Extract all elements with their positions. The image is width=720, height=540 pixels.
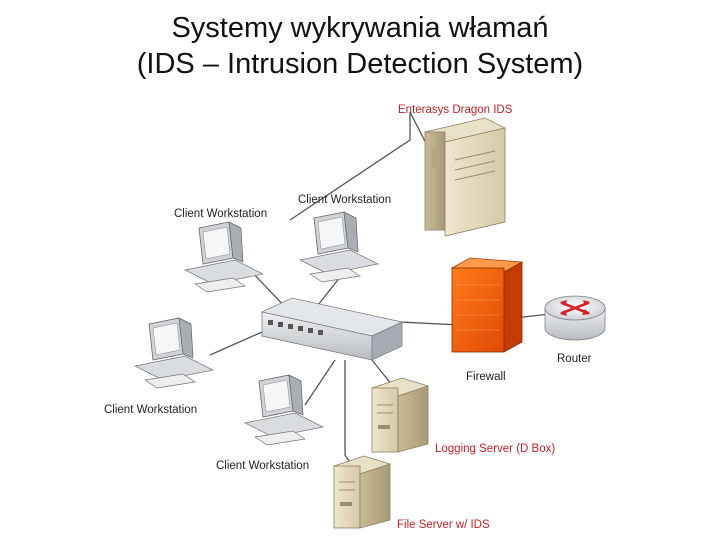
- title-line-1: Systemy wykrywania włamań: [171, 12, 549, 44]
- network-switch-icon: [260, 297, 404, 361]
- file-server-icon: [332, 455, 392, 529]
- label-workstation-mid-left: Client Workstation: [104, 404, 197, 416]
- title-line-2: (IDS – Intrusion Detection System): [136, 48, 584, 80]
- label-firewall: Firewall: [466, 371, 506, 383]
- cable-fileserver: [344, 360, 353, 466]
- dragon-ids-server-icon: [423, 117, 507, 237]
- workstation-top-right-icon: [298, 211, 380, 283]
- label-workstation-bottom: Client Workstation: [216, 460, 309, 472]
- router-icon: [544, 295, 606, 341]
- label-workstation-top-right: Client Workstation: [298, 194, 391, 206]
- slide-title: Systemy wykrywania włamań (IDS – Intrusi…: [0, 10, 720, 82]
- firewall-icon: [450, 257, 524, 353]
- label-dragon-ids: Enterasys Dragon IDS: [398, 104, 513, 116]
- cable-dragon: [289, 112, 411, 221]
- logging-server-icon: [370, 377, 430, 453]
- label-logging-server: Logging Server (D Box): [435, 443, 555, 455]
- label-file-server: File Server w/ IDS: [397, 519, 490, 531]
- workstation-mid-left-icon: [133, 317, 215, 389]
- label-workstation-top-left: Client Workstation: [174, 208, 267, 220]
- label-router: Router: [557, 353, 592, 365]
- cable-ws-bottom: [304, 359, 336, 406]
- cable-ws-mid-left: [209, 331, 263, 356]
- workstation-top-left-icon: [183, 221, 265, 293]
- workstation-bottom-icon: [243, 374, 325, 446]
